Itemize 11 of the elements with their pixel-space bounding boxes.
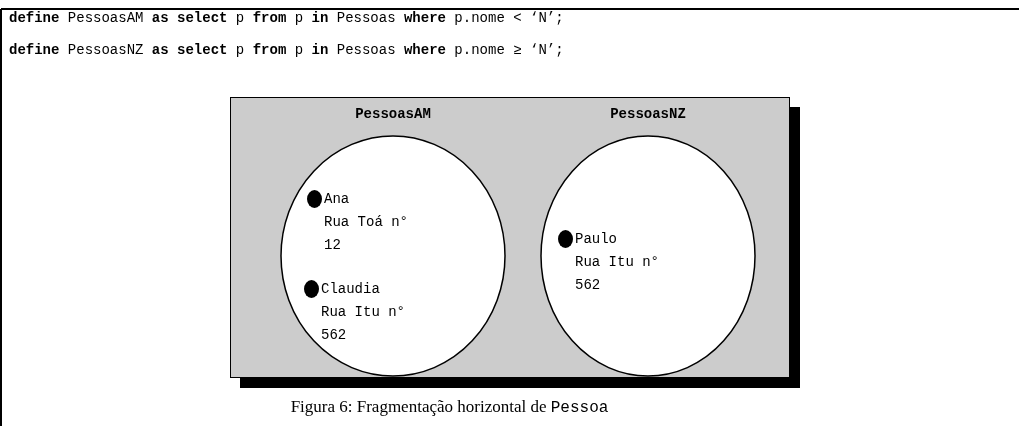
code-line: define PessoasNZ as select p from p in Pessoas where p.nome ≥ ‘N’; bbox=[9, 42, 564, 58]
record-text: Rua Toá n° 12 bbox=[324, 213, 409, 255]
code-line: define PessoasAM as select p from p in Pessoas where p.nome < ‘N’; bbox=[9, 10, 564, 26]
figure-caption: Figura 6: Fragmentação horizontal de Pessoa bbox=[289, 397, 610, 417]
set-heading: PessoasAM bbox=[354, 106, 432, 122]
record-text: Claudia bbox=[321, 280, 381, 299]
set-heading: PessoasNZ bbox=[609, 106, 687, 122]
record-text: Ana bbox=[324, 190, 351, 209]
record-text: Paulo bbox=[575, 230, 618, 249]
record-text: Rua Itu n° 562 bbox=[321, 303, 406, 345]
record-text: Rua Itu n° 562 bbox=[575, 253, 660, 295]
